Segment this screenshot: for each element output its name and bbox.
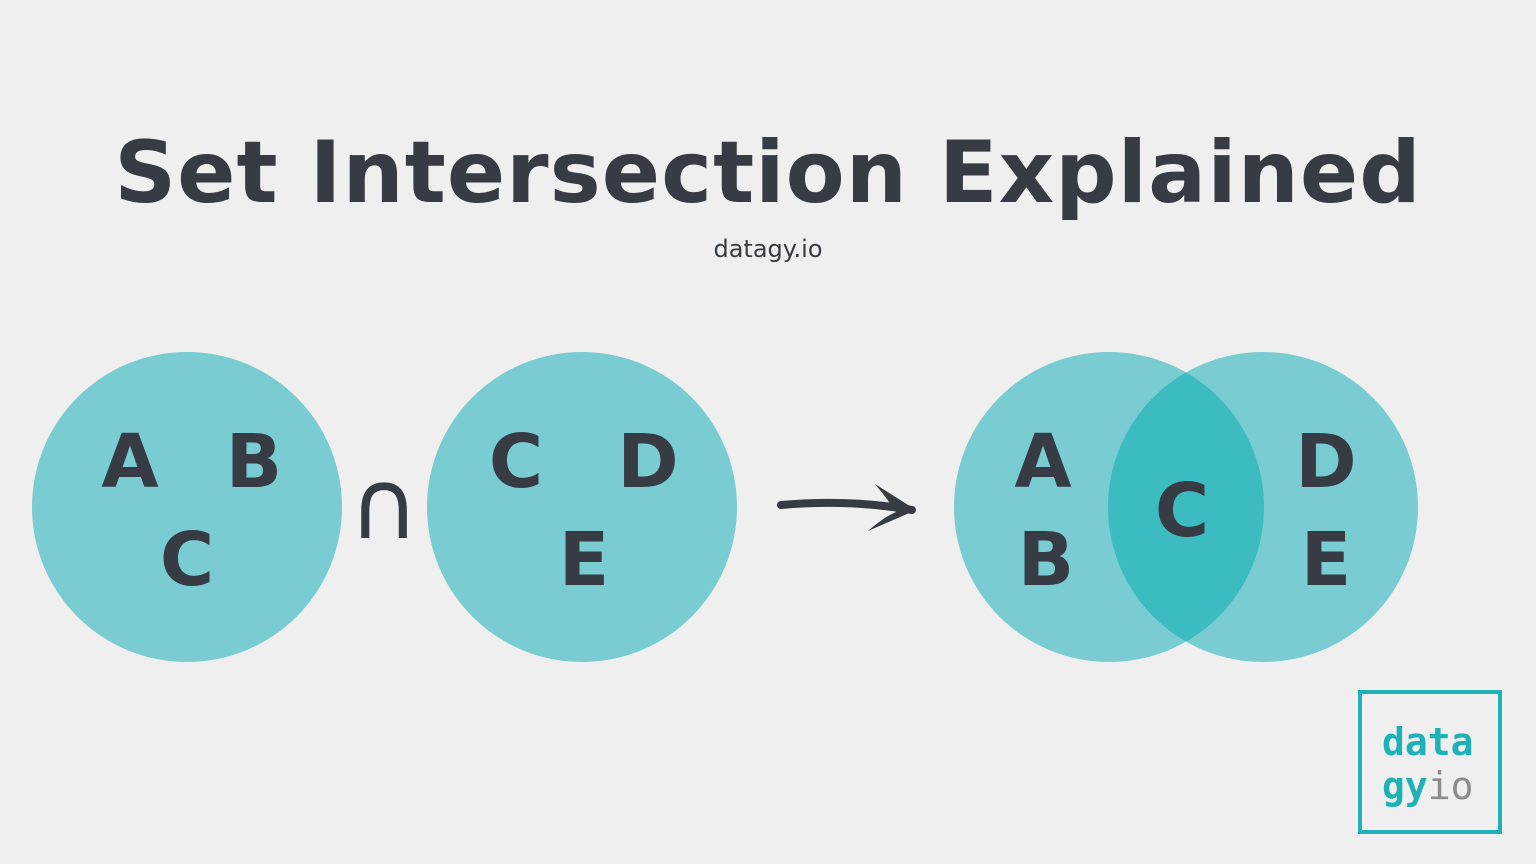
result-right-letter: D <box>1295 419 1356 505</box>
datagy-logo: data gyio <box>1358 690 1502 834</box>
set-two: C D E <box>427 352 737 662</box>
result-left-letter: B <box>1018 517 1074 603</box>
set-two-letter: D <box>617 419 678 505</box>
intersection-symbol: ∩ <box>349 449 419 561</box>
result-left-letter: A <box>1014 419 1071 505</box>
page-subtitle: datagy.io <box>713 235 823 263</box>
set-two-letter: C <box>489 419 543 505</box>
logo-line-1: data <box>1382 720 1474 764</box>
set-one-letter: C <box>160 517 214 603</box>
result-venn: A B C D E <box>954 352 1418 662</box>
result-overlap-letter: C <box>1155 468 1209 554</box>
logo-line-2-grey: io <box>1427 764 1474 808</box>
set-two-letter: E <box>559 517 610 603</box>
result-right-letter: E <box>1301 517 1352 603</box>
set-one-circle <box>32 352 342 662</box>
result-overlap-region <box>1108 352 1264 662</box>
logo-line-2-teal: gy <box>1382 764 1428 808</box>
set-one-letter: A <box>101 419 158 505</box>
set-two-circle <box>427 352 737 662</box>
arrow-right-icon <box>777 484 916 531</box>
set-one-letter: B <box>226 419 282 505</box>
logo-line-2: gyio <box>1382 764 1498 808</box>
page-title: Set Intersection Explained <box>114 123 1422 223</box>
set-one: A B C <box>32 352 342 662</box>
